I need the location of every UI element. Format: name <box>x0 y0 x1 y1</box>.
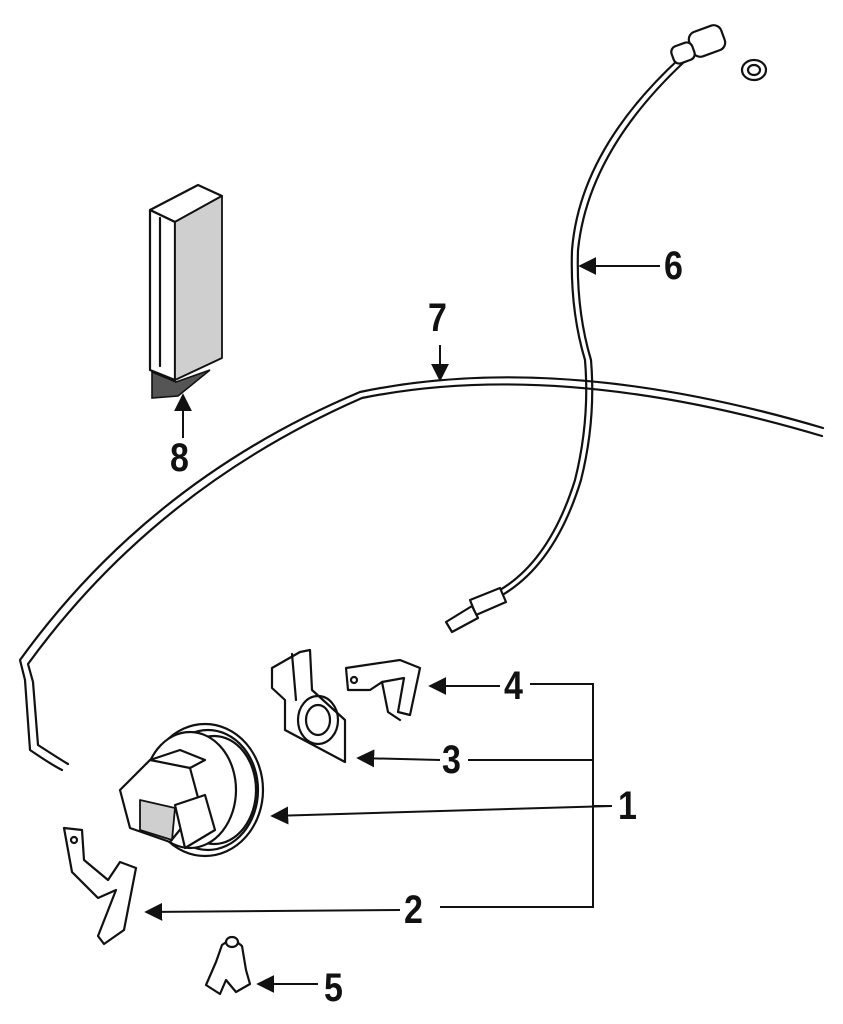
leader-arrow-2 <box>144 902 401 921</box>
callout-number-3: 3 <box>442 738 461 782</box>
leader-arrow-3 <box>356 749 441 768</box>
clip-part-5 <box>204 935 252 996</box>
bracket-part-4 <box>344 658 422 722</box>
mounting-plate-part-3 <box>270 648 347 764</box>
actuator-part-1 <box>118 722 265 858</box>
callout-number-7: 7 <box>428 296 447 340</box>
control-module-part-8 <box>148 183 224 399</box>
callout-number-4: 4 <box>504 664 523 708</box>
bracket-part-2 <box>62 826 138 946</box>
leader-arrow-1 <box>270 805 613 825</box>
callout-group-bracket <box>440 683 612 908</box>
callout-number-1: 1 <box>618 784 637 828</box>
callout-number-8: 8 <box>170 436 189 480</box>
tube-part-7 <box>18 376 825 772</box>
cable-part-6 <box>444 24 768 634</box>
callout-number-2: 2 <box>404 888 423 932</box>
callout-number-6: 6 <box>664 244 683 288</box>
callout-number-5: 5 <box>324 966 343 1010</box>
